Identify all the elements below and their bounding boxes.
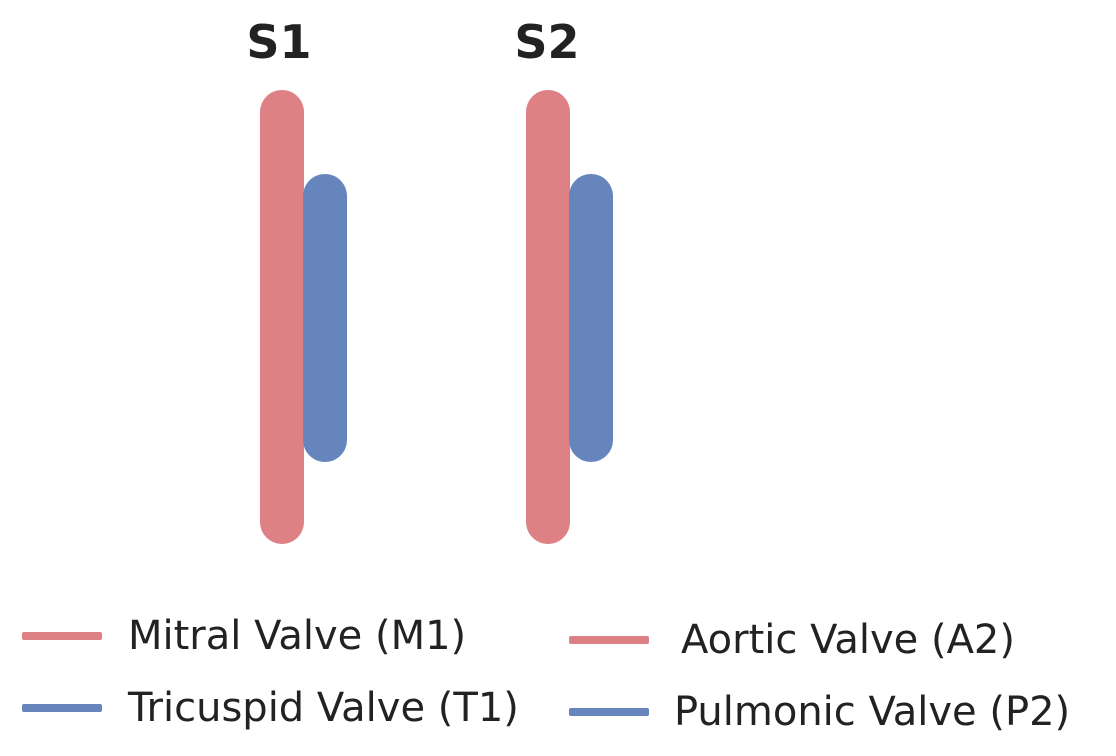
legend-label-pulmonic: Pulmonic Valve (P2) [674, 689, 1071, 735]
pulmonic-valve-bar [569, 174, 613, 462]
aortic-valve-bar [526, 90, 570, 544]
legend-label-mitral: Mitral Valve (M1) [128, 613, 467, 659]
s2-heading: S2 [514, 15, 580, 69]
legend-swatch-red [569, 636, 649, 644]
legend-swatch-red [22, 632, 102, 640]
s1-heading: S1 [246, 15, 312, 69]
legend-swatch-blue [22, 704, 102, 712]
mitral-valve-bar [260, 90, 304, 544]
tricuspid-valve-bar [303, 174, 347, 462]
legend-label-aortic: Aortic Valve (A2) [681, 617, 1015, 663]
legend-swatch-blue [569, 708, 649, 716]
legend-label-tricuspid: Tricuspid Valve (T1) [128, 685, 519, 731]
